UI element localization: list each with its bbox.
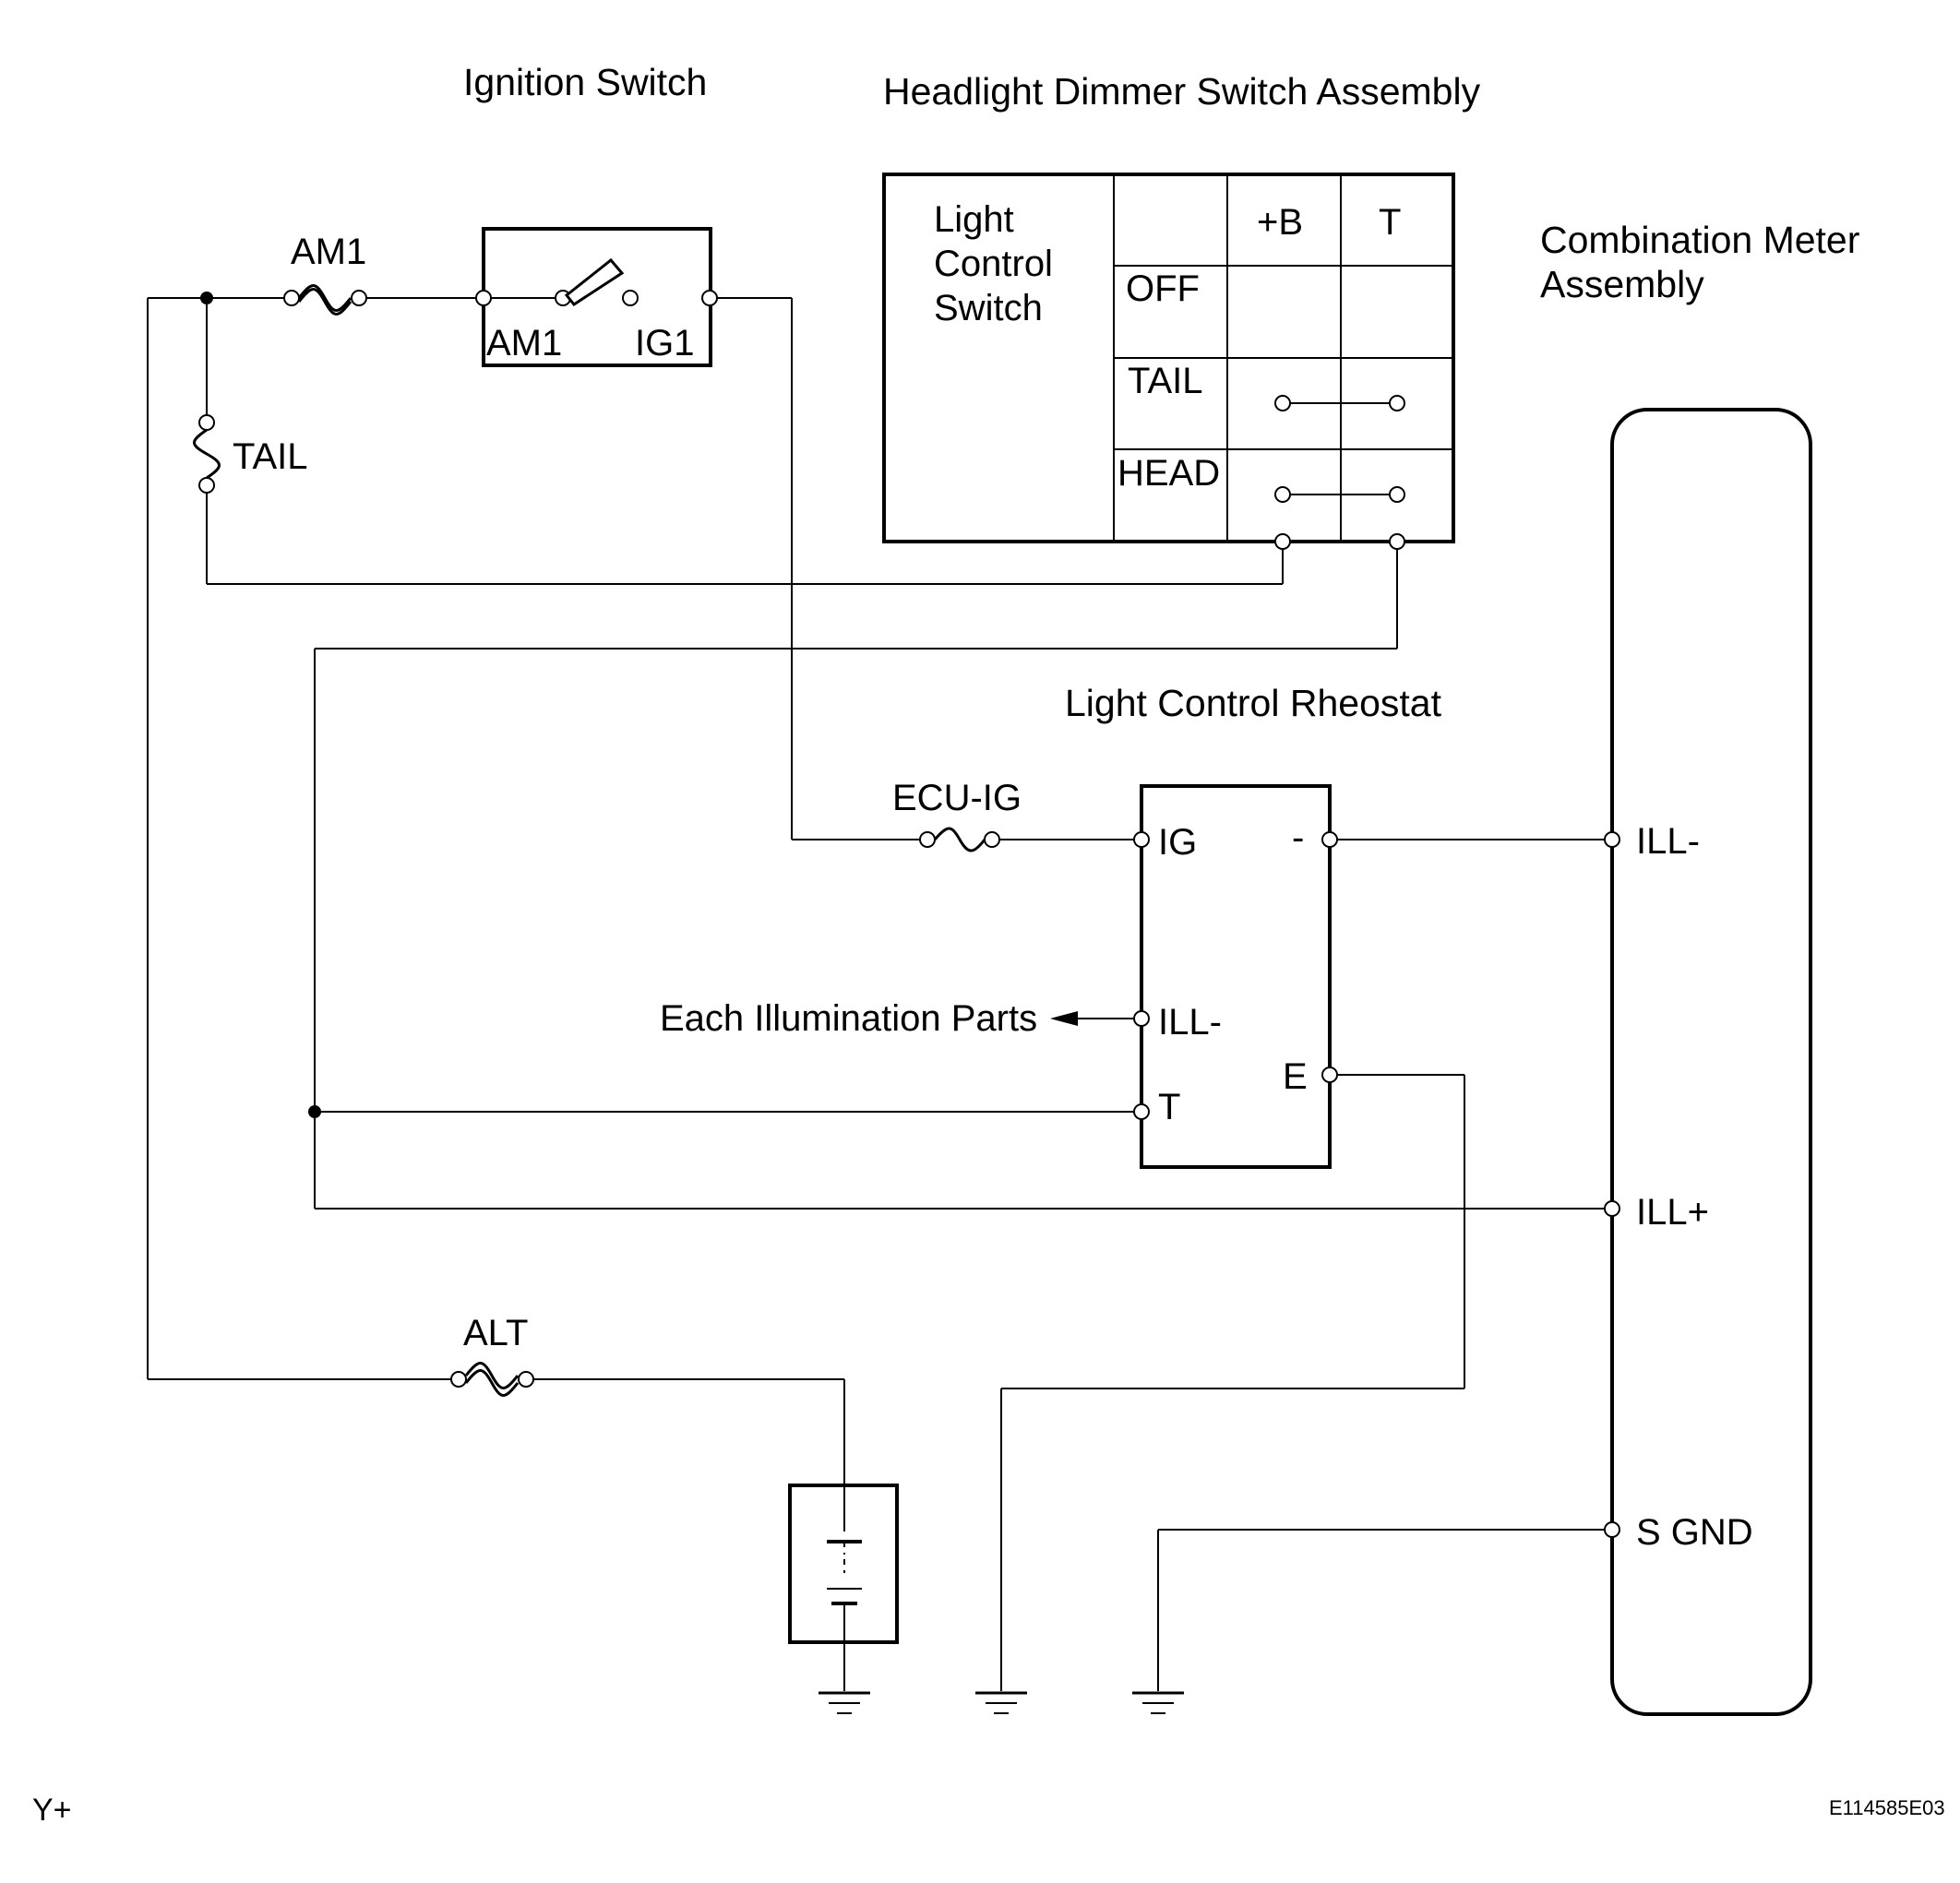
combination-meter: ILL- ILL+ S GND	[1604, 408, 1812, 1716]
light-control-switch-table: Light Control Switch +B T OFF TAIL HEAD	[882, 173, 1455, 550]
battery-icon	[788, 1484, 899, 1644]
am1-fuse: AM1	[283, 232, 367, 316]
meter-term-ill-minus: ILL-	[1636, 821, 1700, 862]
each-illumination-parts-label: Each Illumination Parts	[660, 998, 1037, 1039]
row-head-label: HEAD	[1117, 453, 1220, 494]
light-control-switch-label-line2: Control	[934, 244, 1053, 284]
ignition-switch: AM1 IG1	[475, 227, 718, 367]
column-t-header: T	[1379, 202, 1401, 243]
rheostat-term-e: E	[1283, 1056, 1308, 1097]
ignition-term-ig1: IG1	[635, 323, 694, 363]
ecu-ig-fuse-label: ECU-IG	[892, 778, 1022, 818]
light-control-rheostat-title: Light Control Rheostat	[1065, 682, 1442, 724]
combination-meter-title: Combination Meter	[1540, 219, 1859, 261]
ground-icon	[1132, 1691, 1184, 1714]
ecu-ig-fuse: ECU-IG	[892, 778, 1022, 852]
am1-fuse-label: AM1	[291, 232, 366, 272]
combination-meter-title-line2: Assembly	[1540, 263, 1704, 305]
tail-fuse: TAIL	[193, 414, 308, 494]
rheostat-term-minus: -	[1292, 817, 1304, 858]
light-control-switch-label: Light	[934, 199, 1014, 240]
power-bus-wires	[147, 297, 1612, 1691]
column-b-header: +B	[1257, 202, 1303, 243]
rheostat-term-ig: IG	[1158, 822, 1197, 863]
meter-term-sgnd: S GND	[1636, 1512, 1753, 1553]
headlight-dimmer-title: Headlight Dimmer Switch Assembly	[883, 70, 1481, 113]
row-tail-label: TAIL	[1128, 361, 1203, 401]
footer-figure-code: E114585E03	[1829, 1796, 1945, 1819]
light-control-rheostat: IG - ILL- T E	[1133, 784, 1338, 1169]
row-off-label: OFF	[1126, 268, 1200, 309]
light-control-switch-label-line3: Switch	[934, 288, 1043, 328]
alt-fuse-label: ALT	[463, 1313, 528, 1353]
switch-blade-icon	[564, 257, 625, 307]
arrow-left-icon	[1050, 1011, 1078, 1026]
rheostat-term-t: T	[1158, 1087, 1180, 1127]
ground-icon	[819, 1691, 870, 1714]
footer-left-code: Y+	[32, 1793, 72, 1828]
ignition-switch-title: Ignition Switch	[463, 61, 707, 103]
meter-term-ill-plus: ILL+	[1636, 1192, 1709, 1233]
rheostat-term-ill-minus: ILL-	[1158, 1002, 1222, 1043]
junction-dot	[308, 1105, 321, 1118]
ignition-term-am1: AM1	[486, 323, 562, 363]
alt-fuse: ALT	[450, 1313, 534, 1397]
ground-icon	[975, 1691, 1027, 1714]
junction-dot	[200, 292, 213, 304]
tail-fuse-label: TAIL	[233, 436, 308, 477]
